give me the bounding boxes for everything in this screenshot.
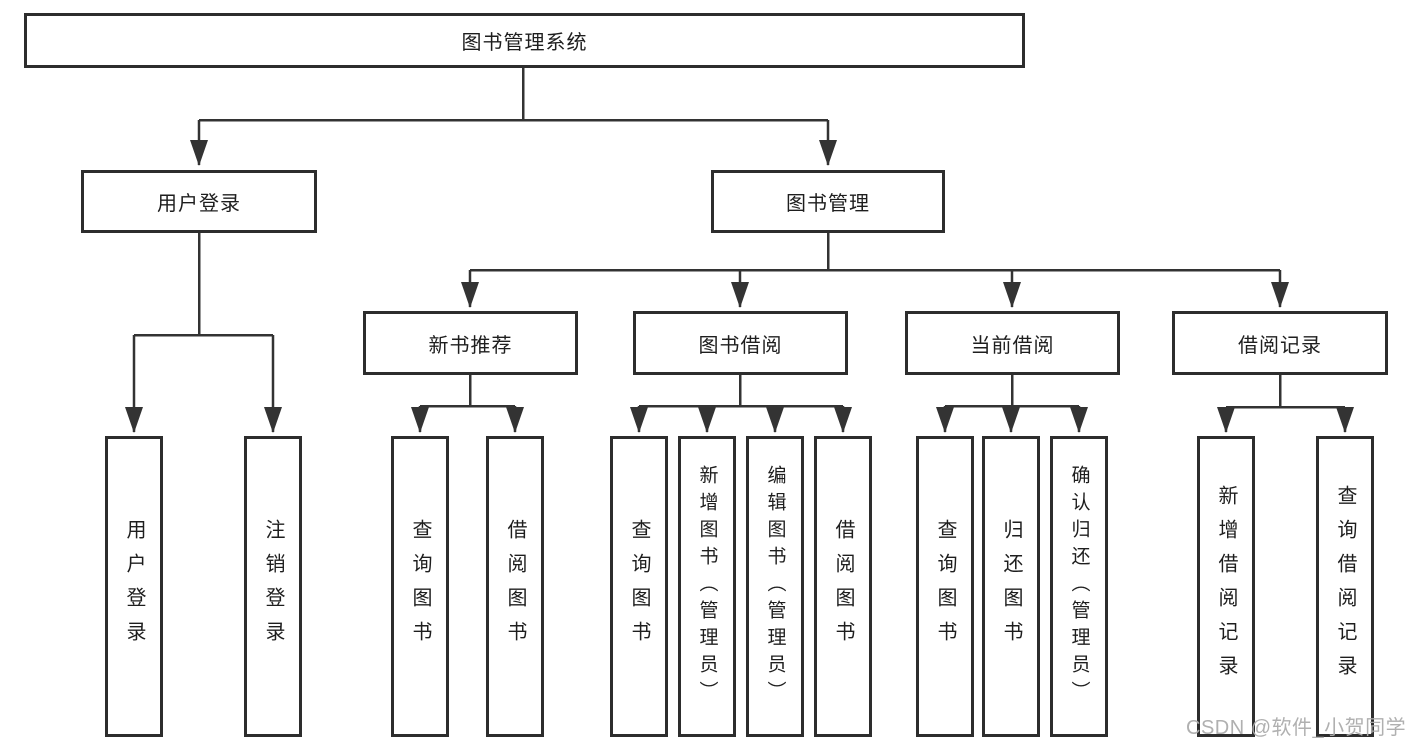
leaf-confirm-return-admin: 确认归还（管理员） (1050, 436, 1108, 737)
leaf-add-book-admin: 新增图书（管理员） (678, 436, 736, 737)
leaf-add-book-admin-label: 新增图书（管理员） (696, 465, 718, 708)
node-book-borrowing: 图书借阅 (633, 311, 848, 375)
leaf-borrow-books-borrowing: 借阅图书 (814, 436, 872, 737)
watermark-text: CSDN @软件_小贺同学 (1186, 717, 1405, 739)
node-book-management: 图书管理 (711, 170, 945, 233)
leaf-query-books-borrowing-label: 查询图书 (628, 518, 650, 655)
leaf-return-book-label: 归还图书 (1000, 518, 1022, 655)
node-user-login: 用户登录 (81, 170, 317, 233)
leaf-logout: 注销登录 (244, 436, 302, 737)
node-book-borrowing-label: 图书借阅 (698, 334, 783, 357)
leaf-query-books-borrowing: 查询图书 (610, 436, 668, 737)
leaf-logout-label: 注销登录 (262, 518, 284, 655)
node-root-label: 图书管理系统 (461, 32, 588, 54)
node-root: 图书管理系统 (24, 13, 1025, 68)
leaf-query-books-current: 查询图书 (916, 436, 974, 737)
node-new-book-recommend-label: 新书推荐 (428, 334, 513, 357)
leaf-query-books-current-label: 查询图书 (934, 518, 956, 655)
node-current-borrowing-label: 当前借阅 (970, 334, 1055, 357)
leaf-add-borrow-record-label: 新增借阅记录 (1215, 484, 1237, 689)
node-borrowing-records-label: 借阅记录 (1238, 334, 1322, 357)
leaf-query-borrow-record: 查询借阅记录 (1316, 436, 1374, 737)
node-new-book-recommend: 新书推荐 (363, 311, 578, 375)
leaf-query-books-recommend: 查询图书 (391, 436, 449, 737)
leaf-confirm-return-admin-label: 确认归还（管理员） (1068, 465, 1090, 708)
leaf-user-login-label: 用户登录 (123, 518, 145, 655)
leaf-edit-book-admin-label: 编辑图书（管理员） (764, 465, 786, 708)
leaf-add-borrow-record: 新增借阅记录 (1197, 436, 1255, 737)
node-borrowing-records: 借阅记录 (1172, 311, 1388, 375)
node-user-login-label: 用户登录 (157, 193, 241, 215)
leaf-user-login: 用户登录 (105, 436, 163, 737)
connector-line (134, 68, 1345, 409)
leaf-borrow-books-borrowing-label: 借阅图书 (832, 518, 854, 655)
leaf-borrow-books-recommend: 借阅图书 (486, 436, 544, 737)
node-book-management-label: 图书管理 (786, 193, 870, 215)
leaf-query-books-recommend-label: 查询图书 (409, 518, 431, 655)
leaf-return-book: 归还图书 (982, 436, 1040, 737)
leaf-edit-book-admin: 编辑图书（管理员） (746, 436, 804, 737)
leaf-borrow-books-recommend-label: 借阅图书 (504, 518, 526, 655)
node-current-borrowing: 当前借阅 (905, 311, 1120, 375)
leaf-query-borrow-record-label: 查询借阅记录 (1334, 484, 1356, 689)
